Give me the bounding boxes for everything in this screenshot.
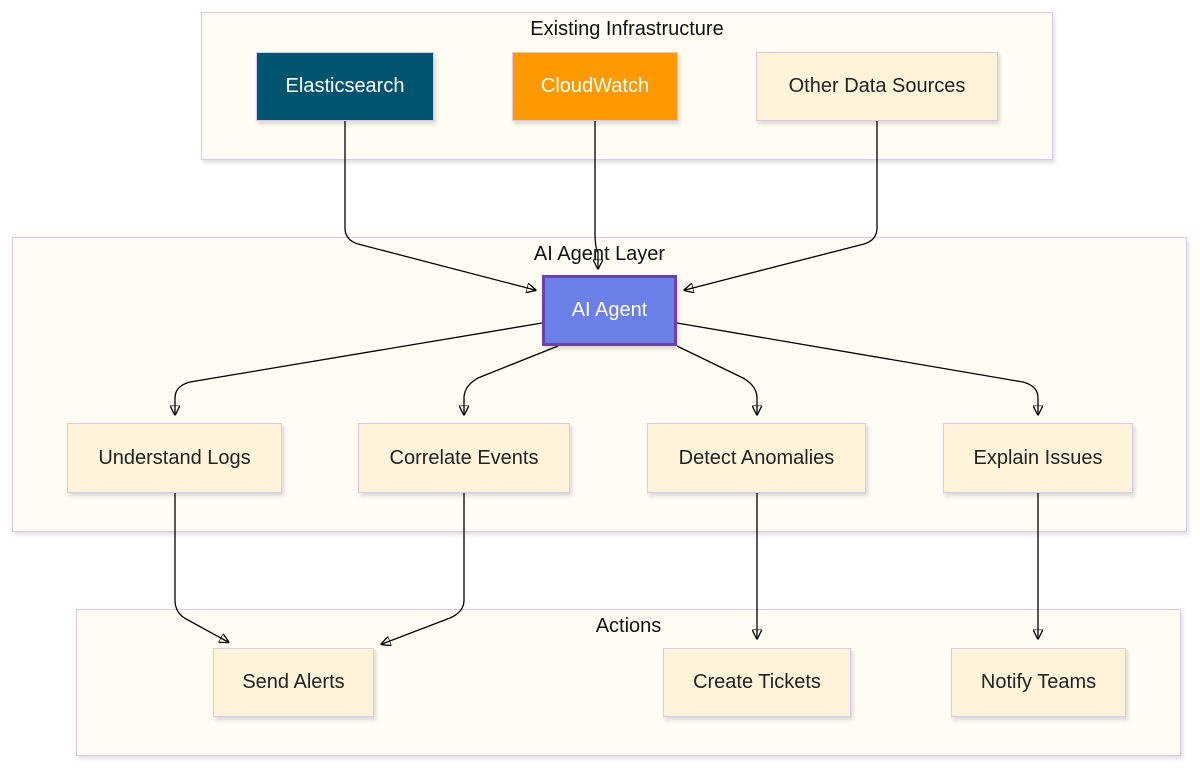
node-send-alerts[interactable]: Send Alerts (213, 648, 374, 717)
node-ai-agent[interactable]: AI Agent (542, 275, 677, 346)
node-understand-logs[interactable]: Understand Logs (67, 423, 282, 493)
node-cloudwatch[interactable]: CloudWatch (512, 52, 678, 121)
cluster-title-existing-infrastructure: Existing Infrastructure (530, 18, 724, 40)
node-correlate-events[interactable]: Correlate Events (358, 423, 570, 493)
cluster-title-actions: Actions (595, 615, 662, 637)
node-other-data-sources[interactable]: Other Data Sources (756, 52, 998, 121)
node-elasticsearch[interactable]: Elasticsearch (256, 52, 434, 121)
node-notify-teams[interactable]: Notify Teams (951, 648, 1126, 717)
node-explain-issues[interactable]: Explain Issues (943, 423, 1133, 493)
cluster-title-ai-agent-layer: AI Agent Layer (533, 243, 666, 265)
node-detect-anomalies[interactable]: Detect Anomalies (647, 423, 866, 493)
node-create-tickets[interactable]: Create Tickets (663, 648, 851, 717)
